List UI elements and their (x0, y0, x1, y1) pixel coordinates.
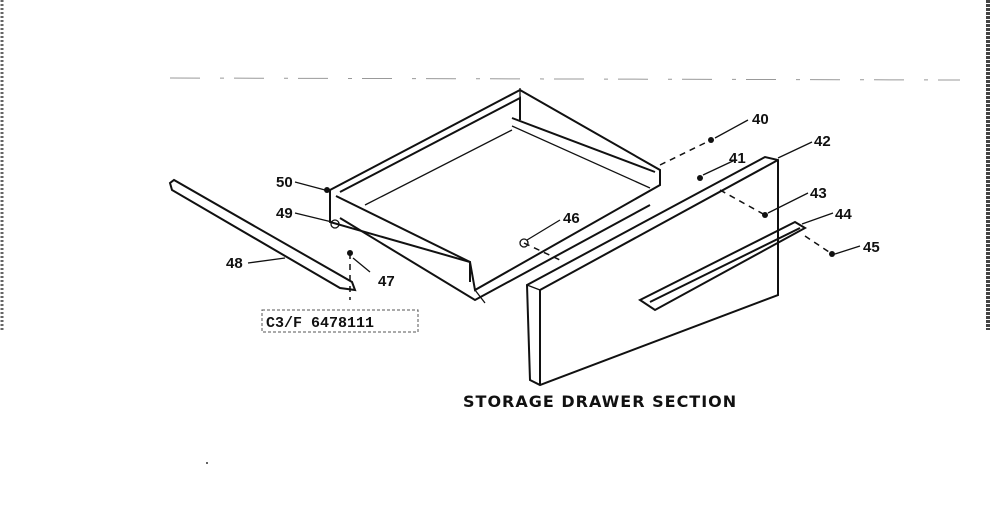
callout-47: 47 (378, 273, 395, 290)
callout-42: 42 (814, 133, 831, 150)
callout-40: 40 (752, 111, 769, 128)
diagram-title: STORAGE DRAWER SECTION (463, 392, 737, 411)
fasteners (324, 137, 835, 300)
leader-lines (247, 119, 861, 273)
callout-46: 46 (563, 210, 580, 227)
drawer-front-panel (525, 155, 779, 387)
drawer-handle-44 (638, 220, 808, 312)
callout-50: 50 (276, 174, 293, 191)
scan-line (169, 77, 961, 81)
drawer-box (329, 88, 661, 304)
callout-48: 48 (226, 255, 243, 272)
drawer-rail-48 (168, 178, 357, 292)
code-box (261, 309, 419, 333)
callout-45: 45 (863, 239, 880, 256)
diagram-code: C3/F 6478111 (266, 315, 374, 332)
callout-44: 44 (835, 206, 852, 223)
callout-41: 41 (729, 150, 746, 167)
speck (206, 462, 208, 464)
callout-49: 49 (276, 205, 293, 222)
callout-43: 43 (810, 185, 827, 202)
